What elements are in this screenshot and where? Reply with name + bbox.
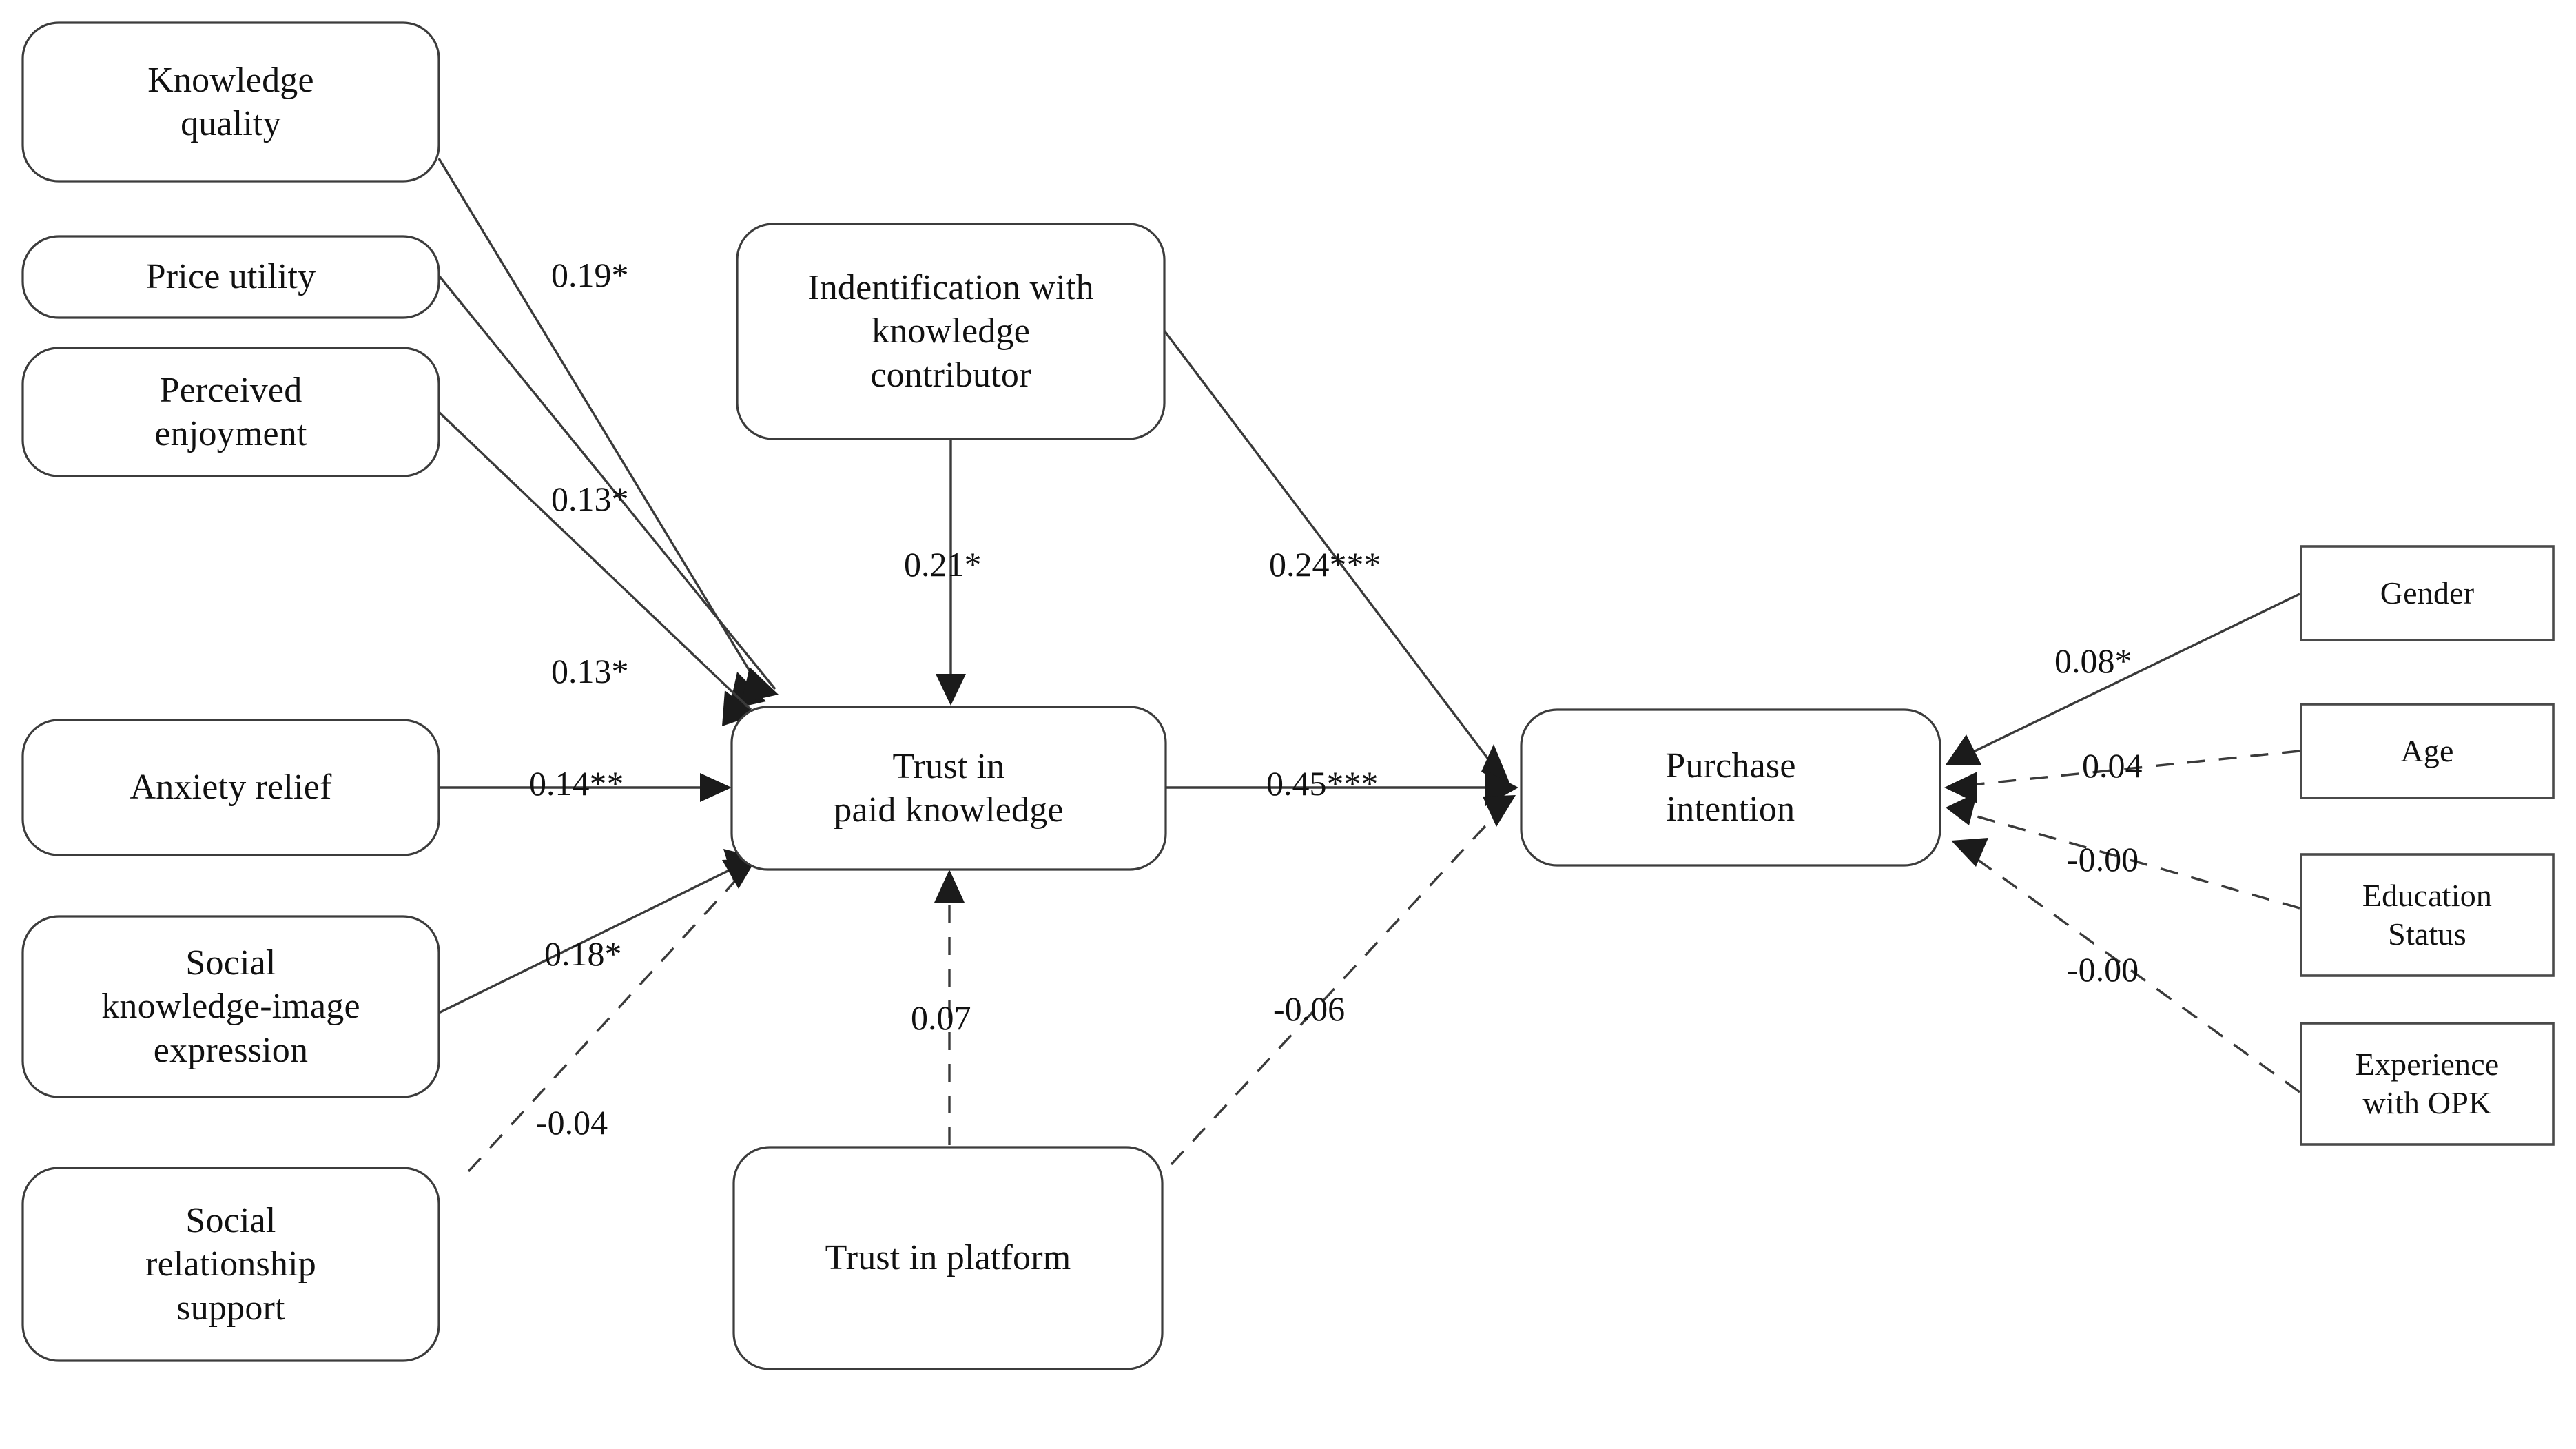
node-gender[interactable]: [2300, 545, 2555, 641]
edge-identification-to-purchase[interactable]: [1163, 329, 1503, 779]
arrowhead-education-to-purchase: [1946, 792, 1977, 825]
edge-knowledge-quality-to-trust[interactable]: [437, 158, 766, 697]
node-age[interactable]: [2300, 703, 2555, 799]
arrowhead-price-utility: [741, 667, 779, 703]
edge-age-to-purchase[interactable]: [1964, 750, 2300, 787]
edge-gender-to-purchase[interactable]: [1963, 593, 2300, 758]
edge-perceived-enjoyment-to-trust[interactable]: [437, 411, 752, 711]
arrowhead-identification-to-trust: [936, 674, 966, 706]
arrowhead-identification-to-purchase: [1481, 744, 1513, 791]
arrowhead-gender-to-purchase: [1946, 734, 1981, 765]
arrowhead-social-relationship: [722, 859, 756, 889]
edge-platform-to-purchase[interactable]: [1170, 808, 1502, 1166]
node-social-knowledge-image[interactable]: [21, 915, 440, 1098]
node-education-status[interactable]: [2300, 853, 2555, 977]
node-perceived-enjoyment[interactable]: [21, 347, 440, 477]
node-identification[interactable]: [736, 223, 1166, 440]
edge-social-relationship-to-trust[interactable]: [467, 865, 750, 1173]
node-price-utility[interactable]: [21, 235, 440, 319]
node-anxiety-relief[interactable]: [21, 719, 440, 856]
arrowhead-anxiety-relief: [700, 773, 732, 802]
edge-price-utility-to-trust[interactable]: [437, 274, 776, 690]
edge-social-knowledge-image-to-trust[interactable]: [438, 860, 748, 1014]
edges-group: [437, 158, 2300, 1173]
node-purchase-intention[interactable]: [1520, 708, 1941, 867]
node-trust-platform[interactable]: [732, 1146, 1164, 1370]
edge-experience-to-purchase[interactable]: [1970, 853, 2300, 1093]
nodes-group: [21, 21, 2555, 1370]
arrowhead-platform-to-trust: [934, 870, 965, 903]
node-trust-paid-knowledge[interactable]: [730, 706, 1167, 871]
edge-education-to-purchase[interactable]: [1964, 812, 2300, 910]
arrowhead-experience-to-purchase: [1951, 838, 1988, 867]
node-experience-opk[interactable]: [2300, 1022, 2555, 1146]
arrowhead-age-to-purchase: [1944, 772, 1977, 803]
arrowhead-platform-to-purchase: [1483, 795, 1516, 827]
node-knowledge-quality[interactable]: [21, 21, 440, 183]
node-social-relationship[interactable]: [21, 1167, 440, 1362]
